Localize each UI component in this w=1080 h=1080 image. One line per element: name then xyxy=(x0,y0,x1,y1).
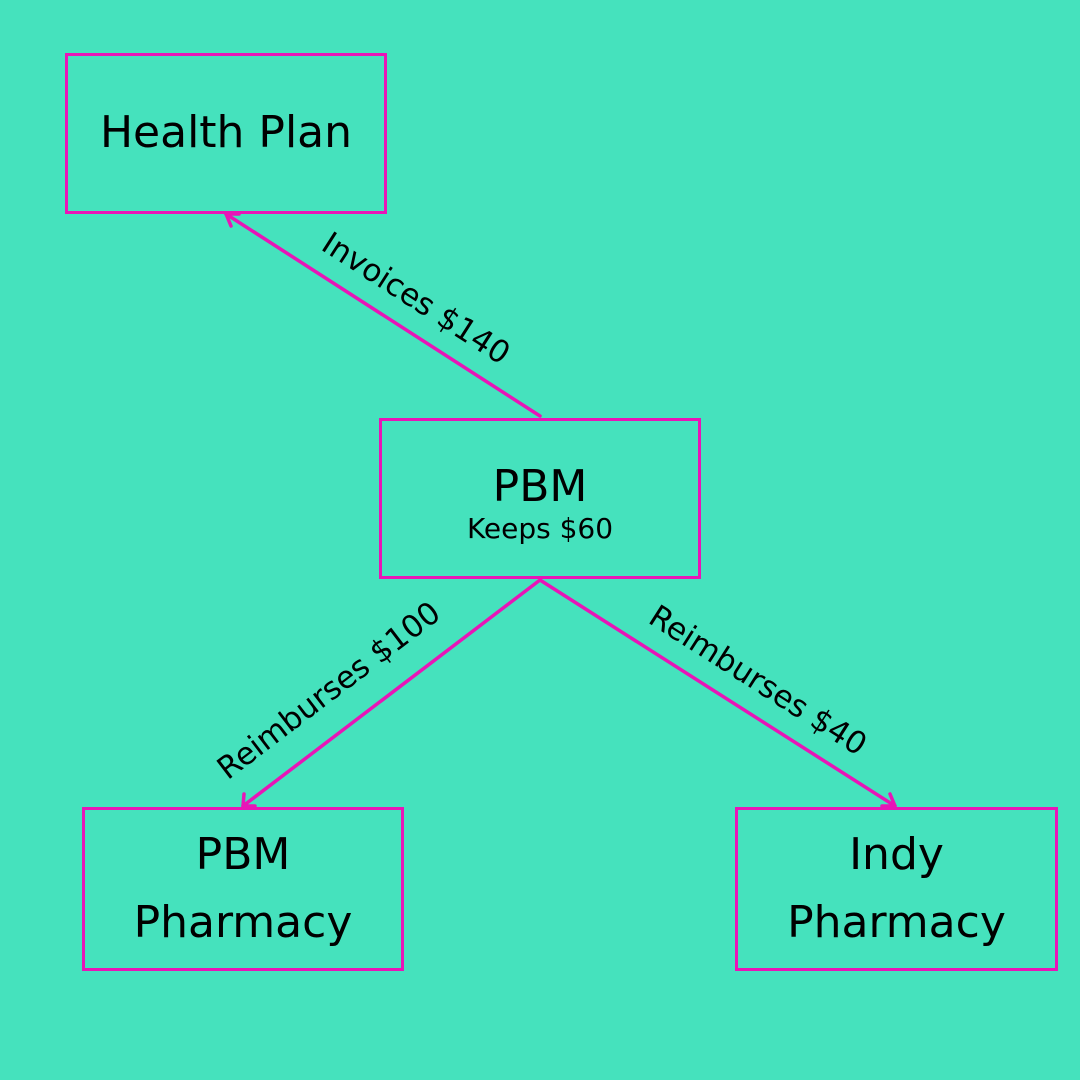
node-pbm-pharmacy: PBM Pharmacy xyxy=(82,807,404,971)
edge-pbm-to-health-plan xyxy=(224,212,542,418)
arrowhead-indy-pharmacy xyxy=(880,792,897,808)
node-health-plan: Health Plan xyxy=(65,53,387,214)
edge-pbm-to-indy-pharmacy xyxy=(538,578,897,808)
edge-pbm-to-pbm-pharmacy xyxy=(241,578,542,808)
arrowhead-health-plan xyxy=(224,212,241,228)
edge-line-reimburses-100 xyxy=(241,578,542,808)
edge-line-invoices xyxy=(224,212,542,418)
node-pbm-label: PBM xyxy=(492,460,588,512)
node-indy-pharmacy-line1: Indy xyxy=(849,828,944,880)
node-pbm-pharmacy-line1: PBM xyxy=(195,828,291,880)
edge-line-reimburses-40 xyxy=(538,578,897,808)
node-pbm: PBM Keeps $60 xyxy=(379,418,701,579)
node-indy-pharmacy-line2: Pharmacy xyxy=(787,897,1006,948)
node-pbm-sublabel: Keeps $60 xyxy=(466,511,614,545)
node-health-plan-label: Health Plan xyxy=(99,107,353,159)
arrowhead-pbm-pharmacy xyxy=(241,792,257,808)
node-pbm-pharmacy-line2: Pharmacy xyxy=(133,897,353,948)
node-indy-pharmacy: Indy Pharmacy xyxy=(735,807,1058,971)
